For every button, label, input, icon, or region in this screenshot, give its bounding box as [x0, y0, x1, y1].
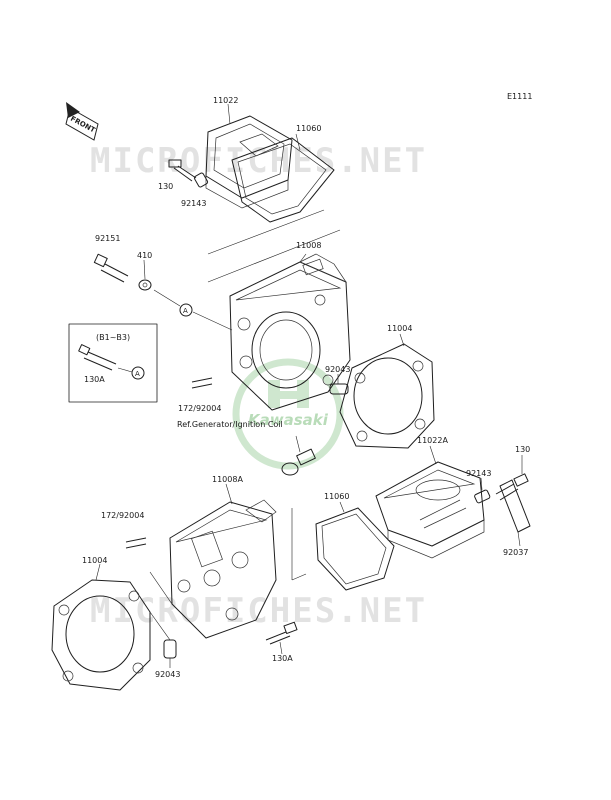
label-130a-box: 130A	[84, 375, 105, 384]
watermark-top: MICROFICHES.NET	[90, 141, 427, 181]
callout-a-upper-text: A	[183, 307, 188, 315]
cylinder-11008a	[169, 499, 277, 639]
label-410: 410	[137, 251, 152, 260]
watermark-logo-text: Kawasaki	[248, 411, 329, 429]
stud-172-lower	[125, 537, 147, 549]
label-172-low: 172/92004	[101, 511, 144, 520]
label-11008a: 11008A	[212, 475, 243, 484]
label-92037: 92037	[503, 548, 528, 557]
label-130-top: 130	[158, 182, 173, 191]
bracket-92037	[499, 479, 531, 533]
label-130a-low: 130A	[272, 654, 293, 663]
label-11004-right: 11004	[387, 324, 412, 333]
label-130-right: 130	[515, 445, 530, 454]
label-11004-left: 11004	[82, 556, 107, 565]
gasket-11004-right	[339, 343, 435, 449]
fitting-ref	[281, 435, 316, 476]
callout-a-upper: A	[179, 303, 193, 317]
note-range: (B1~B3)	[96, 333, 130, 342]
washer-410	[138, 279, 152, 291]
dowel-92043-lower	[163, 639, 177, 659]
dowel-92043-mid	[329, 383, 349, 395]
cylinder-11008	[229, 253, 351, 411]
note-box-130a: (B1~B3) A 130A	[68, 323, 158, 403]
watermark-logo: Kawasaki	[232, 358, 344, 470]
front-arrow-icon: FRONT	[65, 102, 99, 141]
watermark-bottom: MICROFICHES.NET	[90, 591, 427, 631]
label-11022-top: 11022	[213, 96, 238, 105]
ref-note: Ref.Generator/Ignition Coil	[177, 420, 283, 429]
label-92151: 92151	[95, 234, 120, 243]
gasket-11060-lower	[315, 507, 395, 591]
label-11008: 11008	[296, 241, 321, 250]
label-92143-right: 92143	[466, 469, 491, 478]
stud-172-mid	[191, 377, 213, 389]
collar-92143-top	[193, 172, 209, 188]
callout-a-box-text: A	[135, 370, 140, 378]
stud-92151	[93, 253, 129, 283]
label-11060-low: 11060	[324, 492, 349, 501]
label-11022a: 11022A	[417, 436, 448, 445]
diagram-code: E1111	[507, 92, 532, 101]
bolt-130-top	[168, 159, 197, 182]
gasket-11060-top	[231, 137, 335, 223]
label-92043-mid: 92043	[325, 365, 350, 374]
label-172-mid: 172/92004	[178, 404, 221, 413]
bolt-130a-lower	[265, 621, 298, 645]
label-92043-low: 92043	[155, 670, 180, 679]
head-cover-11022a	[375, 461, 485, 559]
collar-92143-right	[474, 489, 491, 504]
label-92143-top: 92143	[181, 199, 206, 208]
bolt-130-right	[495, 473, 529, 501]
gasket-11004-left	[51, 579, 151, 691]
label-11060-top: 11060	[296, 124, 321, 133]
